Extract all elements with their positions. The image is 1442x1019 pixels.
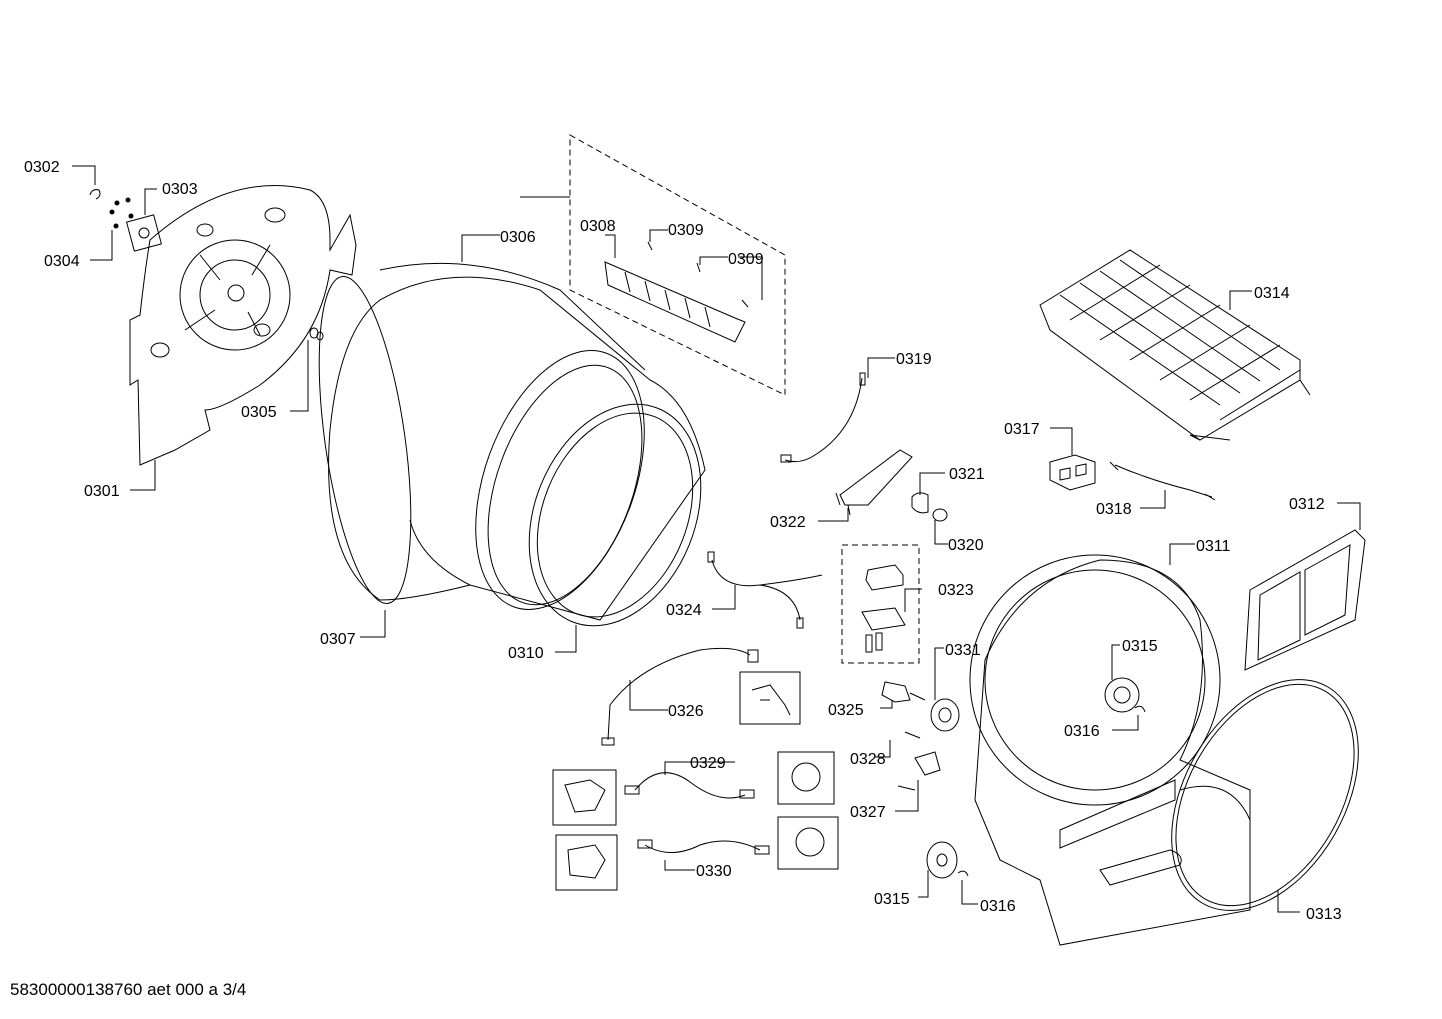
part-0320-cap	[932, 508, 948, 522]
callout-0304: 0304	[44, 253, 80, 270]
callout-0309-a: 0309	[668, 222, 704, 239]
callout-0301: 0301	[84, 483, 120, 500]
part-0327-bracket	[914, 751, 941, 776]
part-0315-roller-lower	[926, 841, 958, 879]
part-0316-clip-upper	[1134, 705, 1146, 713]
callout-0303: 0303	[162, 181, 198, 198]
callout-0322: 0322	[770, 514, 806, 531]
callout-0310: 0310	[508, 645, 544, 662]
part-0313-drive-belt	[1171, 679, 1359, 911]
part-0328-screw	[897, 731, 921, 791]
part-0329-wire	[624, 772, 755, 799]
part-0310-drum-seal	[528, 403, 702, 627]
callout-0327: 0327	[850, 804, 886, 821]
callout-0323: 0323	[938, 582, 974, 599]
detail-box-0329-right	[777, 751, 835, 805]
callout-0312: 0312	[1289, 496, 1325, 513]
part-0331-idler-pulley	[930, 698, 960, 732]
part-0302-0305-hardware	[89, 189, 324, 341]
detail-box-upper-right	[739, 671, 801, 725]
callout-0328: 0328	[850, 751, 886, 768]
callout-0307: 0307	[320, 631, 356, 648]
part-0311-front-bulkhead	[969, 554, 1251, 946]
document-code: 58300000138760 aet 000 a 3/4	[10, 980, 247, 999]
callout-0315-b: 0315	[874, 891, 910, 908]
part-0319-thermistor	[780, 372, 866, 463]
callout-0318: 0318	[1096, 501, 1132, 518]
part-0325-switch	[881, 681, 926, 703]
part-0316-clip-lower	[957, 870, 969, 877]
callout-0316-b: 0316	[980, 898, 1016, 915]
detail-box-0330-left	[555, 834, 618, 891]
callout-0314: 0314	[1254, 285, 1290, 302]
detail-box-0330-right	[777, 816, 839, 870]
detail-box-0329-left	[552, 769, 617, 826]
callout-0330: 0330	[696, 863, 732, 880]
part-0322-bracket	[835, 449, 913, 516]
callout-0321: 0321	[949, 466, 985, 483]
callout-0315-a: 0315	[1122, 638, 1158, 655]
part-0326-harness	[601, 647, 759, 746]
part-0324-cable	[707, 551, 823, 629]
callout-0308: 0308	[580, 218, 616, 235]
callout-0329: 0329	[690, 755, 726, 772]
part-0318-cable	[1109, 461, 1216, 501]
callout-0331: 0331	[945, 642, 981, 659]
part-0306-drum	[318, 262, 706, 621]
callout-0311: 0311	[1196, 538, 1231, 555]
part-0301-rear-bulkhead	[129, 185, 357, 466]
callout-labels: 0302 0303 0304 0301 0305 0306 0307 0308 …	[24, 159, 1342, 923]
callout-0317: 0317	[1004, 421, 1040, 438]
part-0323-kit	[841, 544, 920, 664]
callout-0309-b: 0309	[728, 251, 764, 268]
part-0321-sensor	[911, 492, 929, 514]
part-0330-wire	[637, 839, 770, 855]
part-0317-connector	[1049, 454, 1096, 491]
callout-0325: 0325	[828, 702, 864, 719]
callout-0320: 0320	[948, 537, 984, 554]
part-0308-baffle	[604, 241, 749, 343]
callout-0326: 0326	[668, 703, 704, 720]
leader-lines	[72, 165, 1361, 913]
callout-0319: 0319	[896, 351, 932, 368]
callout-0302: 0302	[24, 159, 60, 176]
callout-0306: 0306	[500, 229, 536, 246]
callout-0313: 0313	[1306, 906, 1342, 923]
part-0314-drying-rack	[1039, 249, 1311, 441]
callout-0324: 0324	[666, 602, 702, 619]
callout-0316-a: 0316	[1064, 723, 1100, 740]
detail-outline-0308	[569, 134, 786, 396]
callout-0305: 0305	[241, 404, 277, 421]
part-0312-filter-frame	[1244, 529, 1366, 671]
